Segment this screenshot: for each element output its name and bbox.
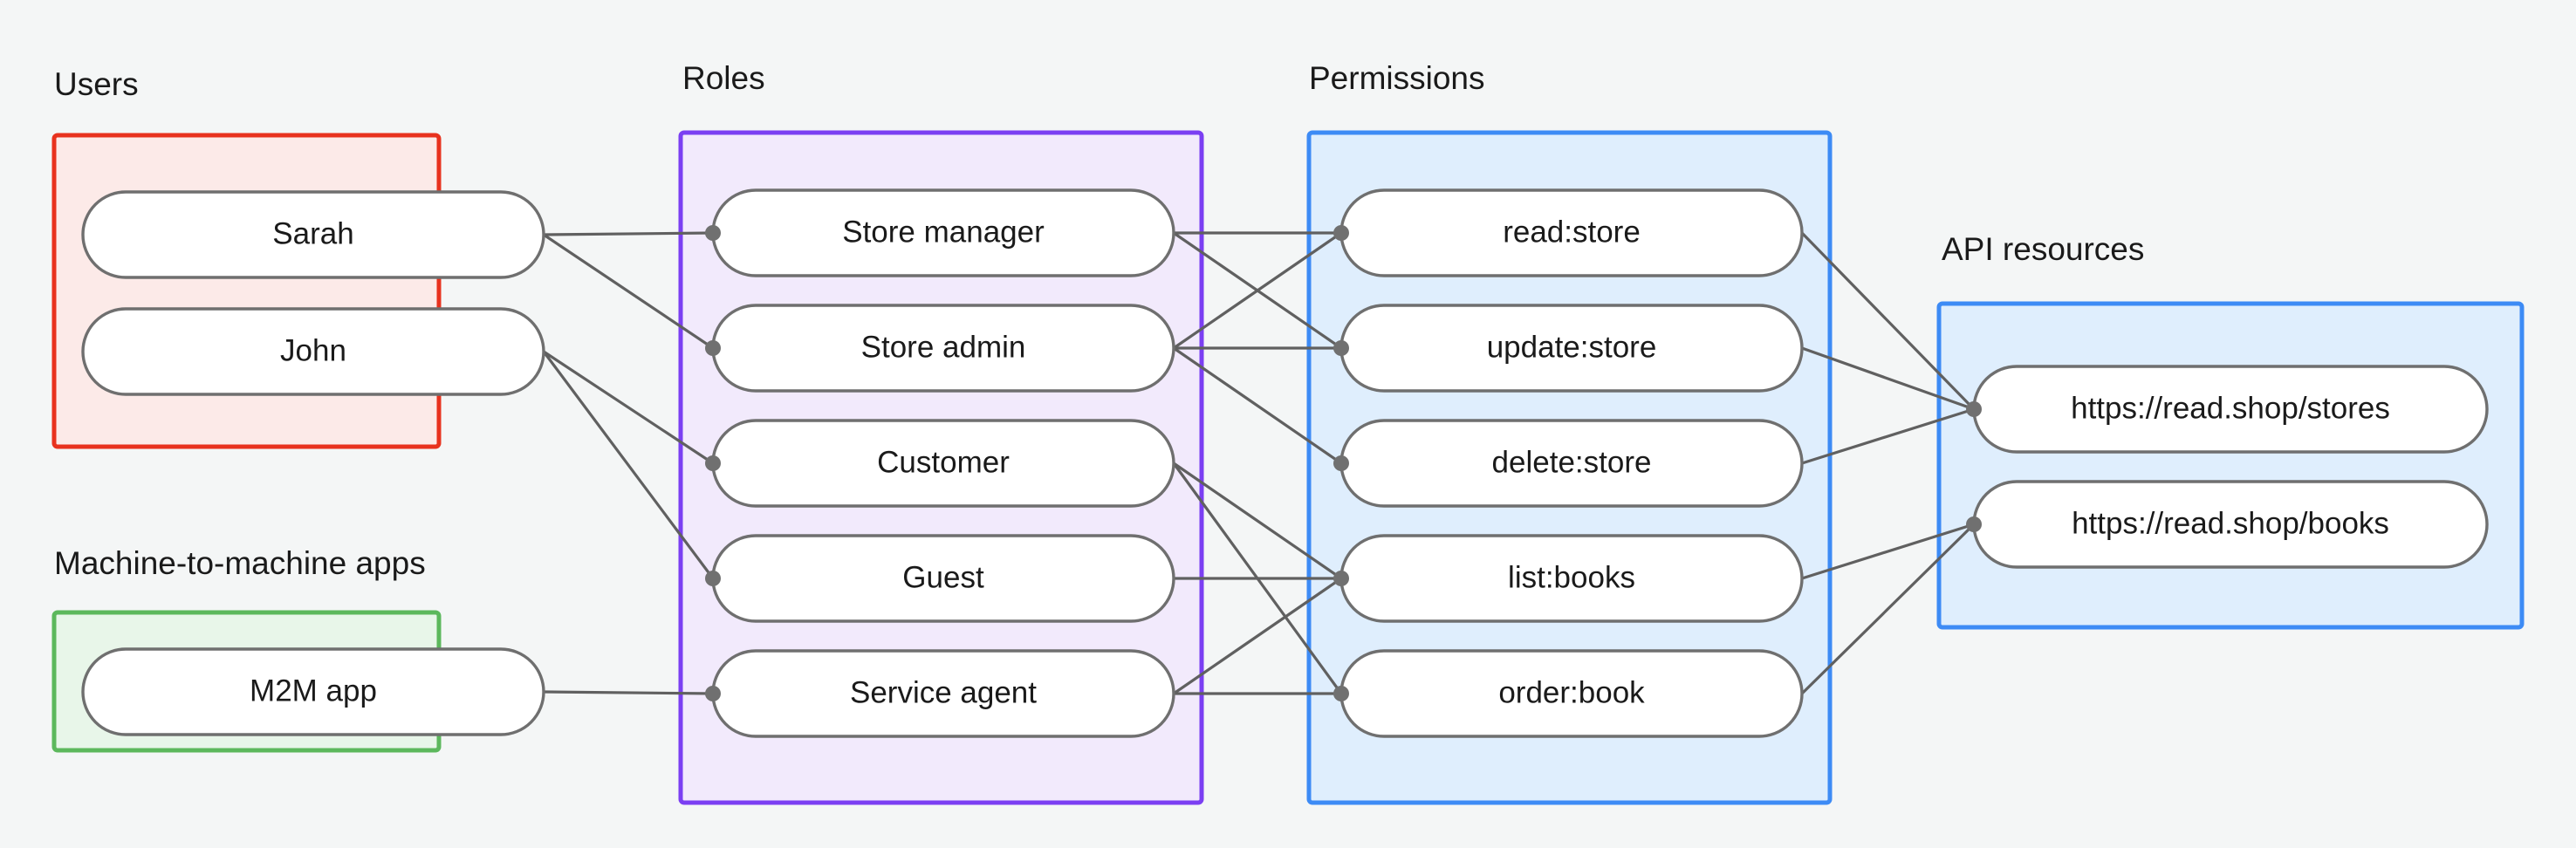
node-serviceagent[interactable]: Service agent	[711, 649, 1175, 738]
edge-endpoint-customer	[705, 455, 721, 471]
node-orderbook[interactable]: order:book	[1339, 649, 1804, 738]
node-listbooks[interactable]: list:books	[1339, 534, 1804, 623]
node-shape-john	[81, 307, 545, 396]
group-label-permissions: Permissions	[1309, 60, 1485, 96]
node-john[interactable]: John	[81, 307, 545, 396]
edge-deletestore-to-resstores	[1801, 407, 1975, 465]
group-label-users: Users	[54, 66, 139, 102]
node-resbooks[interactable]: https://read.shop/books	[1972, 480, 2489, 569]
node-shape-sarah	[81, 190, 545, 279]
node-label-sarah: Sarah	[272, 216, 353, 250]
group-label-m2m: Machine-to-machine apps	[54, 545, 426, 581]
node-label-orderbook: order:book	[1498, 675, 1645, 709]
node-storeadmin[interactable]: Store admin	[711, 304, 1175, 393]
edge-listbooks-to-resbooks	[1801, 523, 1975, 580]
edges-layer	[542, 231, 1976, 695]
edge-readstore-to-resstores	[1800, 231, 1976, 411]
edge-john-to-guest	[542, 351, 715, 579]
node-sarah[interactable]: Sarah	[81, 190, 545, 279]
node-label-storeadmin: Store admin	[861, 330, 1026, 364]
node-storemanager[interactable]: Store manager	[711, 188, 1175, 277]
node-shape-m2mapp	[81, 647, 545, 736]
node-label-deletestore: delete:store	[1492, 445, 1652, 479]
edge-sarah-to-storemanager	[543, 231, 714, 236]
edge-updatestore-to-resstores	[1801, 346, 1975, 411]
node-label-serviceagent: Service agent	[850, 675, 1037, 709]
node-label-resstores: https://read.shop/stores	[2071, 391, 2390, 425]
edge-endpoint-resbooks	[1966, 516, 1982, 532]
edge-endpoint-guest	[705, 571, 721, 586]
node-label-listbooks: list:books	[1508, 560, 1635, 594]
group-box-api	[1936, 301, 2525, 630]
node-label-guest: Guest	[902, 560, 984, 594]
edge-storeadmin-to-deletestore	[1173, 346, 1342, 465]
edge-storeadmin-to-readstore	[1173, 231, 1342, 350]
node-label-updatestore: update:store	[1487, 330, 1657, 364]
node-label-customer: Customer	[877, 445, 1010, 479]
edge-orderbook-to-resbooks	[1800, 523, 1976, 695]
edge-john-to-customer	[543, 350, 714, 465]
edge-serviceagent-to-listbooks	[1173, 577, 1342, 695]
edge-endpoints-layer	[705, 225, 1982, 701]
node-resstores[interactable]: https://read.shop/stores	[1972, 365, 2489, 454]
node-label-readstore: read:store	[1503, 215, 1641, 249]
group-label-roles: Roles	[682, 60, 765, 96]
group-label-api: API resources	[1942, 231, 2144, 267]
node-readstore[interactable]: read:store	[1339, 188, 1804, 277]
group-box-users	[51, 133, 442, 449]
edge-customer-to-listbooks	[1173, 462, 1342, 580]
node-label-m2mapp: M2M app	[250, 674, 377, 708]
edge-endpoint-orderbook	[1333, 686, 1349, 701]
node-deletestore[interactable]: delete:store	[1339, 419, 1804, 508]
edge-sarah-to-storeadmin	[543, 233, 714, 350]
node-label-resbooks: https://read.shop/books	[2072, 506, 2389, 540]
node-label-john: John	[280, 333, 346, 367]
node-m2mapp[interactable]: M2M app	[81, 647, 545, 736]
edge-m2mapp-to-serviceagent	[543, 690, 714, 695]
edge-endpoint-storeadmin	[705, 340, 721, 356]
node-label-storemanager: Store manager	[842, 215, 1045, 249]
node-customer[interactable]: Customer	[711, 419, 1175, 508]
edge-endpoint-storemanager	[705, 225, 721, 241]
edge-endpoint-deletestore	[1333, 455, 1349, 471]
edge-endpoint-resstores	[1966, 401, 1982, 417]
node-updatestore[interactable]: update:store	[1339, 304, 1804, 393]
node-guest[interactable]: Guest	[711, 534, 1175, 623]
edge-endpoint-readstore	[1333, 225, 1349, 241]
edge-endpoint-serviceagent	[705, 686, 721, 701]
edge-endpoint-listbooks	[1333, 571, 1349, 586]
edge-endpoint-updatestore	[1333, 340, 1349, 356]
